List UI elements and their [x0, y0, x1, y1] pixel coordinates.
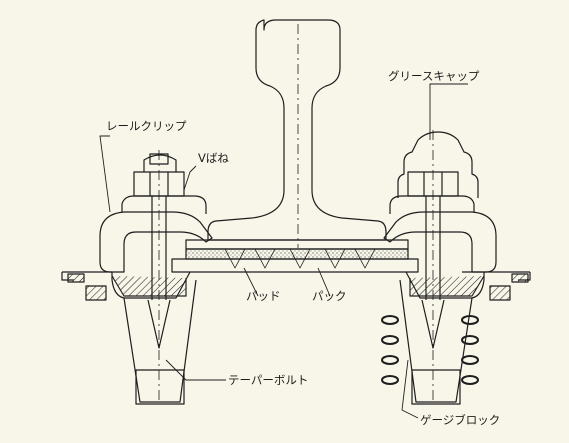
label-v-spring: Vばね: [198, 151, 229, 165]
coil-spring: [381, 315, 479, 385]
label-gauge-block: ゲージブロック: [420, 413, 500, 427]
label-rail-clip: レールクリップ: [106, 119, 187, 133]
label-pad: パッド: [246, 289, 281, 303]
right-sleeve: [399, 271, 485, 405]
right-taper-bolt: [421, 130, 445, 400]
left-sleeve: [111, 271, 197, 405]
label-grease-cap: グリースキャップ: [388, 69, 480, 83]
left-taper-bolt: [147, 150, 171, 400]
right-v-spring: [389, 195, 475, 214]
pad-layer: [171, 239, 419, 273]
rail: [207, 19, 387, 241]
grease-cap: [397, 131, 479, 198]
label-taper-bolt: テーパーボルト: [228, 373, 308, 387]
left-v-spring: [121, 195, 207, 214]
left-rail-clip: [99, 211, 213, 273]
right-rail-clip: [383, 211, 497, 273]
leader-lines: [99, 83, 468, 419]
label-pack: パック: [312, 289, 347, 303]
